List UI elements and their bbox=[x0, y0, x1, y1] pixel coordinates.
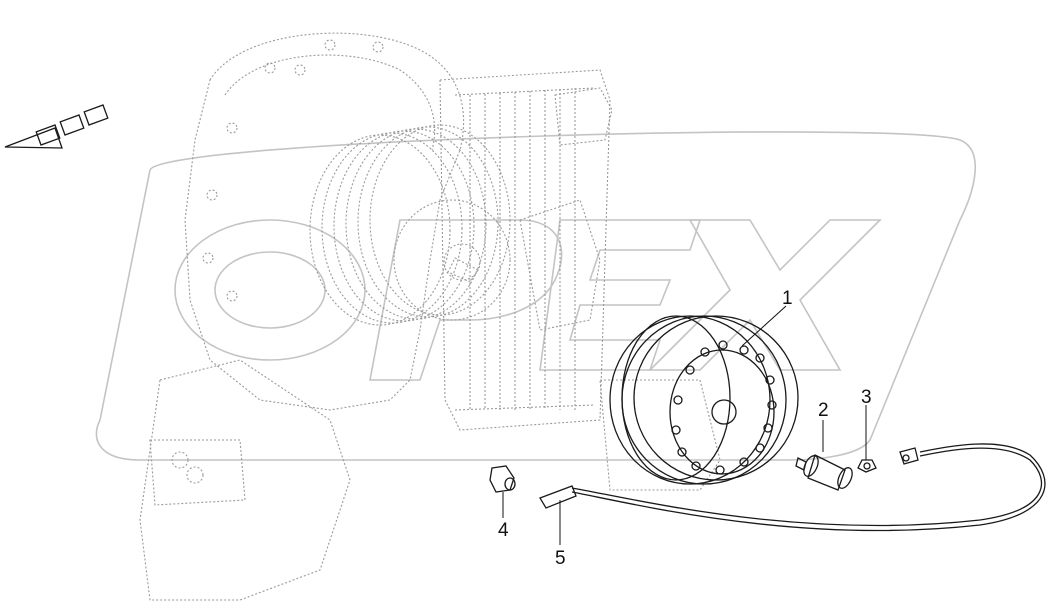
part-5-cable bbox=[539, 443, 1046, 532]
callout-2: 2 bbox=[818, 400, 829, 421]
callout-1: 1 bbox=[782, 288, 793, 309]
callout-3: 3 bbox=[861, 387, 872, 408]
opex-watermark bbox=[95, 131, 977, 461]
engine-housing-ghost bbox=[139, 32, 721, 601]
part-4-hex-fitting bbox=[489, 465, 516, 493]
part-2-sensor bbox=[795, 454, 853, 491]
part-3-fitting bbox=[857, 459, 877, 473]
leader-lines bbox=[502, 305, 867, 545]
callout-5: 5 bbox=[555, 548, 566, 569]
part-1-drive-unit bbox=[609, 315, 799, 485]
direction-arrow-icon bbox=[4, 104, 109, 149]
callout-4: 4 bbox=[498, 520, 509, 541]
